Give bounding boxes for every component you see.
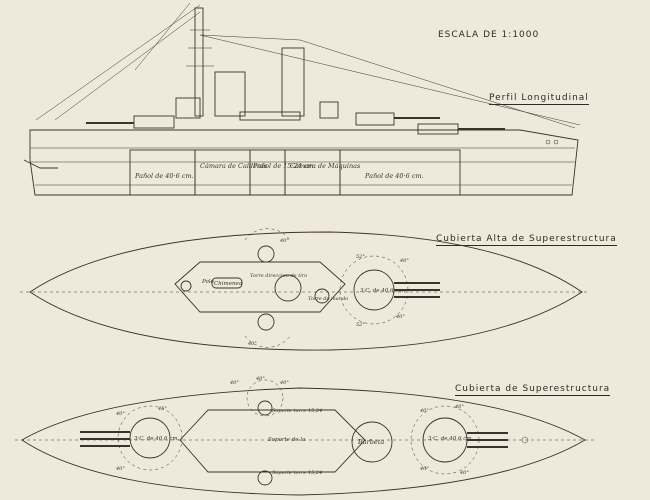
angle-label: 40° <box>115 466 125 472</box>
label-funnel: Chimenea <box>214 281 242 287</box>
upper-deck-title: Cubierta Alta de Superestructura <box>436 234 617 246</box>
compartment-engines: Cámara de Máquinas <box>290 162 361 170</box>
angle-label: 40° <box>247 341 257 347</box>
angle-label: 52° <box>356 254 365 260</box>
label-fire-control: Torre direccion de tiro <box>250 273 307 279</box>
label-secondary-mount-stbd: Soporte torre 15,24 <box>272 470 322 476</box>
label-main-turret-upper: 3·C. de 40,6 cm. <box>360 288 406 294</box>
angle-label: 40° <box>395 314 405 320</box>
angle-label: 40° <box>419 466 429 472</box>
label-conning-tower: Torre de mando <box>308 296 348 302</box>
upper-deck-plan: Polo Chimenea Torre direccion de tiro To… <box>20 228 590 351</box>
angle-label: 40° <box>229 380 239 386</box>
compartment-boilers: Cámara de Calderas <box>200 162 268 170</box>
scale-label: ESCALA DE 1:1000 <box>438 30 540 40</box>
label-pole: Polo <box>201 279 215 285</box>
angle-label: 40° <box>419 408 429 414</box>
angle-label: 40° <box>255 376 265 382</box>
label-barbette: Barbeta <box>357 438 384 446</box>
label-main-turret-fwd: 3·C. de 40,6 cm. <box>428 436 474 442</box>
angle-label: 40° <box>279 380 289 386</box>
superstructure-deck-plan: 3·C. de 40,6 cm. Soporte torre 15,24 Sop… <box>15 376 595 496</box>
angle-label: 40° <box>459 470 469 476</box>
profile-title: Perfil Longitudinal <box>489 93 589 105</box>
angle-label: 40° <box>115 411 125 417</box>
angle-label: 40° <box>399 258 409 264</box>
label-main-turret-aft: 3·C. de 40,6 cm. <box>134 436 180 442</box>
angle-label: 40° <box>279 238 289 244</box>
compartment-fwd-magazine: Pañol de 40·6 cm. <box>364 172 424 180</box>
longitudinal-profile: Pañol de 40·6 cm. Cámara de Calderas Pañ… <box>23 2 581 196</box>
angle-label: 45° <box>157 406 167 412</box>
compartment-secondary-magazine: Pañol de 15·24 cm. <box>252 162 316 170</box>
label-center-mount: Soporte de la <box>268 437 305 443</box>
super-deck-title: Cubierta de Superestructura <box>455 384 611 396</box>
label-secondary-mount-port: Soporte torre 15,24 <box>272 408 322 414</box>
compartment-aft-magazine: Pañol de 40·6 cm. <box>134 172 194 180</box>
angle-label: 40° <box>454 404 464 410</box>
angle-label: 52° <box>356 322 365 328</box>
